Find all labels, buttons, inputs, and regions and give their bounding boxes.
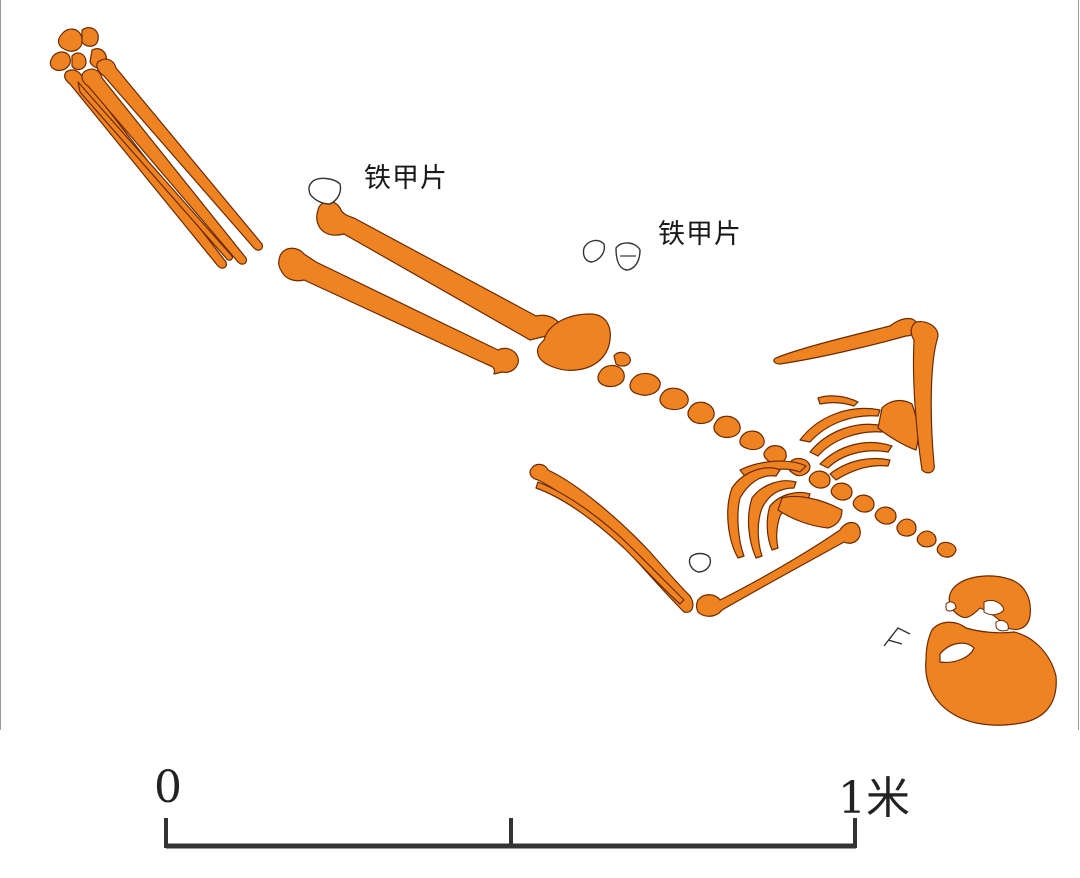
- left-arm: [529, 463, 861, 617]
- scale-start-label: 0: [154, 762, 182, 813]
- iron-armor-plates: [308, 177, 911, 647]
- armor-plate-fragment: [883, 627, 911, 647]
- ribs: [727, 395, 893, 559]
- armor-label-upper: 铁甲片: [364, 163, 448, 194]
- right-arm: [773, 317, 939, 474]
- skull: [925, 575, 1057, 726]
- foot-bones: [49, 27, 107, 71]
- lower-leg-bundle: [64, 58, 263, 269]
- armor-label-lower: 铁甲片: [658, 219, 742, 250]
- armor-plate: [308, 177, 342, 205]
- scapula-left: [777, 495, 843, 529]
- scapula-right: [877, 399, 919, 451]
- armor-plate: [688, 552, 712, 573]
- armor-plate: [582, 239, 606, 263]
- leg-long-bones: [278, 200, 561, 375]
- pelvis: [536, 313, 611, 371]
- skeleton: [49, 27, 1057, 726]
- scale-bar: [164, 818, 857, 849]
- scale-end-label: 1米: [838, 773, 910, 824]
